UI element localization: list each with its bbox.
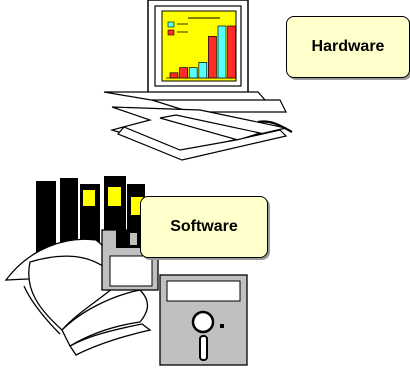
monitor-chart-bar [169,72,179,79]
monitor-chart-bar [188,67,198,79]
software-label: Software [140,196,268,258]
computer-monitor-icon [147,0,249,96]
hardware-label-text: Hardware [311,38,385,55]
open-book-icon [4,238,152,356]
floppy-disk-large-icon [159,274,248,366]
monitor-chart-bar [198,62,208,79]
monitor-chart-bar [217,25,227,79]
hardware-label: Hardware [286,16,410,78]
monitor-chart-bar [208,36,217,79]
monitor-chart [169,25,236,79]
keyboard-icon [103,91,293,161]
monitor-chart-bar [227,25,236,79]
software-label-text: Software [170,218,238,235]
monitor-chart-bar [179,67,188,79]
